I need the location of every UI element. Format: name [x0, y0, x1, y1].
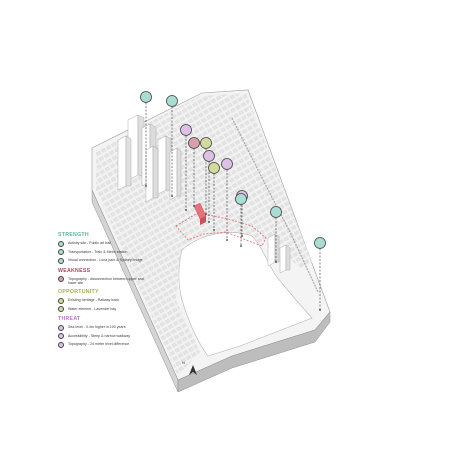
- threat-marker: [203, 150, 215, 223]
- strength-marker-icon: [140, 91, 152, 103]
- threat-marker-icon: [58, 341, 64, 348]
- legend-section-weakness: WEAKNESS Topography - disconnection betwe…: [58, 268, 178, 286]
- strength-marker: [166, 95, 178, 197]
- opportunity-marker-icon: [58, 306, 64, 313]
- opportunity-marker: [208, 162, 220, 231]
- legend-item: Transportation - Train & Metro station: [58, 249, 178, 255]
- railway-track: [231, 117, 319, 293]
- strength-marker: [314, 237, 326, 311]
- swot-legend: STRENGTH Activity site - Public art trail…: [58, 232, 178, 352]
- legend-section-threat: THREAT Sea level - 0.4m higher in 100 yea…: [58, 316, 178, 348]
- strength-marker-icon: [314, 237, 326, 249]
- marker-anchor-dot: [208, 221, 210, 223]
- site-model-side-right: [177, 311, 331, 393]
- strength-marker-icon: [58, 240, 64, 247]
- threat-marker-icon: [58, 324, 64, 331]
- legend-item-label: Existing heritage - Railway track: [68, 298, 120, 303]
- strength-marker-icon: [235, 193, 247, 205]
- legend-item-label: Sea level - 0.4m higher in 100 years: [68, 325, 126, 330]
- marker-anchor-dot: [193, 205, 195, 207]
- legend-title-opportunity: OPPORTUNITY: [58, 289, 99, 296]
- north-arrow-icon: [189, 365, 197, 375]
- threat-marker-icon: [221, 158, 233, 170]
- legend-item-label: Transportation - Train & Metro station: [68, 249, 128, 254]
- site-boundary: [175, 213, 267, 247]
- legend-item-label: Accessibility - Steep & narrow walkway: [68, 333, 131, 338]
- legend-item: Topography - 24 meter level difference: [58, 341, 178, 348]
- strength-marker-icon: [58, 257, 64, 264]
- weakness-marker-icon: [188, 137, 200, 149]
- legend-title-strength: STRENGTH: [58, 232, 89, 238]
- strength-marker: [270, 206, 282, 263]
- marker-anchor-dot: [171, 195, 173, 197]
- strength-marker-icon: [270, 206, 282, 218]
- marker-anchor-dot: [226, 239, 228, 241]
- legend-title-weakness: WEAKNESS: [58, 267, 91, 274]
- strength-marker-icon: [58, 249, 64, 255]
- marker-anchor-dot: [275, 261, 277, 263]
- threat-marker: [221, 158, 233, 241]
- legend-item-label: Activity site - Public art trail: [68, 241, 111, 245]
- strength-marker: [140, 91, 152, 187]
- opportunity-marker-icon: [58, 297, 64, 304]
- strength-marker: [235, 193, 247, 247]
- marker-anchor-dot: [319, 309, 321, 311]
- marker-anchor-dot: [185, 209, 187, 211]
- legend-item-label: Topography - 24 meter level difference: [68, 342, 130, 347]
- legend-item-label: Visual connection - Luna park & Sydney b…: [68, 258, 143, 262]
- legend-item-label: Topography - disconnection between upper…: [68, 276, 144, 285]
- swot-markers: [140, 91, 326, 311]
- legend-item: Water element - Lavender bay: [58, 306, 178, 313]
- legend-title-threat: THREAT: [58, 316, 81, 323]
- marker-anchor-dot: [240, 245, 242, 247]
- legend-item: Accessibility - Steep & narrow walkway: [58, 333, 178, 340]
- legend-item: Activity site - Public art trail: [58, 240, 178, 247]
- opportunity-marker-icon: [208, 162, 220, 174]
- legend-item: Sea level - 0.4m higher in 100 years: [58, 324, 178, 331]
- threat-marker: [180, 124, 192, 211]
- weakness-marker-icon: [58, 276, 64, 282]
- legend-item: Visual connection - Luna park & Sydney b…: [58, 257, 178, 264]
- threat-marker-icon: [58, 333, 64, 340]
- legend-item: Existing heritage - Railway track: [58, 297, 178, 304]
- legend-section-opportunity: OPPORTUNITY Existing heritage - Railway t…: [58, 289, 178, 313]
- site-building: [193, 202, 207, 225]
- marker-anchor-dot: [145, 185, 147, 187]
- north-label: N: [182, 360, 185, 365]
- marker-anchor-dot: [205, 213, 207, 215]
- legend-item: Topography - disconnection between upper…: [58, 276, 178, 286]
- lavender-bay-water: [178, 232, 313, 357]
- weakness-marker: [188, 137, 200, 207]
- threat-marker-icon: [203, 150, 215, 162]
- legend-item-label: Water element - Lavender bay: [68, 306, 117, 311]
- opportunity-marker-icon: [200, 137, 212, 149]
- strength-marker-icon: [166, 95, 178, 107]
- marker-anchor-dot: [213, 229, 215, 231]
- legend-section-strength: STRENGTH Activity site - Public art trail…: [58, 232, 178, 264]
- threat-marker-icon: [180, 124, 192, 136]
- marker-anchor-dot: [241, 235, 243, 237]
